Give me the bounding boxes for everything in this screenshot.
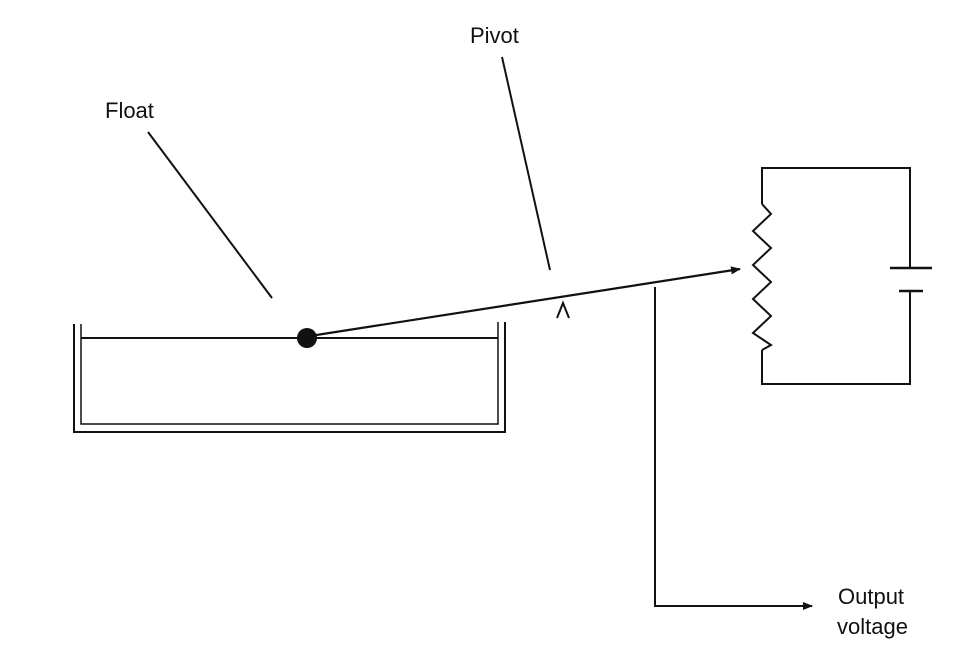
- float-ball: [297, 328, 317, 348]
- tank: [73, 322, 506, 433]
- circuit-wire-lower: [761, 291, 911, 385]
- float-label: Float: [105, 98, 154, 123]
- output-label-line1: Output: [838, 584, 904, 609]
- pivot-leader-line: [501, 56, 551, 271]
- pivot-fulcrum: [556, 300, 570, 319]
- tank-inner-wall: [80, 322, 499, 425]
- potentiometer-circuit: [751, 167, 932, 385]
- lever-arm: [309, 266, 741, 338]
- circuit-wire: [761, 167, 911, 268]
- resistor-zigzag: [751, 203, 773, 351]
- tank-outer-wall: [73, 322, 506, 433]
- output-lead: [654, 287, 813, 610]
- float-leader-line: [147, 131, 273, 299]
- pivot-label: Pivot: [470, 23, 519, 48]
- output-label-line2: voltage: [837, 614, 908, 639]
